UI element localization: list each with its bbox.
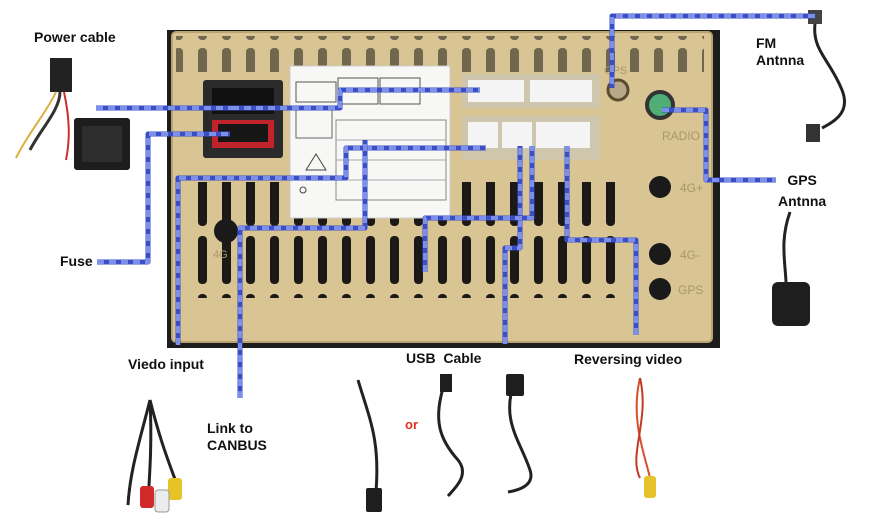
video-input-leader (175, 145, 486, 345)
leader-lines (96, 13, 815, 398)
port-4g-left-mark: 4G (213, 249, 228, 261)
gps-antenna-label: GPS Antnna (778, 172, 826, 210)
or-label: or (405, 417, 418, 432)
port-gps-lower (649, 278, 671, 300)
video-input-label: Viedo input (128, 356, 204, 372)
port-4g-left (214, 219, 238, 243)
canbus-label: Link to CANBUS (207, 420, 267, 454)
usb-cable-label: USB Cable (406, 350, 482, 366)
gps-port-mark: GPS (604, 65, 627, 77)
fm-antenna-leader (609, 13, 815, 88)
fm-antenna-label-line1: FM (756, 35, 777, 51)
port-4g-plus (649, 176, 671, 198)
port-gps-lower-mark: GPS (678, 283, 703, 297)
reversing-video-leader (564, 146, 639, 335)
multi-pin-plugs (462, 74, 600, 160)
fm-antenna-label: FM Antnna (756, 35, 804, 69)
fuse-leader (97, 131, 230, 265)
port-4g-minus (649, 243, 671, 265)
canbus-label-line2: CANBUS (207, 437, 267, 453)
canbus-label-line1: Link to (207, 420, 253, 436)
reversing-video-label: Reversing video (574, 351, 683, 367)
gps-antenna-puck (772, 211, 810, 326)
fm-antenna-label-line2: Antnna (756, 52, 805, 68)
gps-antenna-label-line1: GPS (787, 172, 817, 188)
gps-antenna-leader (662, 107, 776, 183)
antenna-ports (606, 78, 675, 300)
usb-cable-leader (502, 146, 523, 344)
radio-port-mark: RADIO (662, 129, 700, 143)
port-4g-plus-mark: 4G+ (680, 181, 703, 195)
fuse-label: Fuse (60, 253, 93, 269)
gps-antenna-label-line2: Antnna (778, 193, 827, 209)
power-cable-leader-2 (232, 87, 480, 111)
radio-port (645, 90, 675, 120)
usb-cable-leader-2 (422, 146, 535, 272)
reversing-video-cable (635, 377, 656, 498)
power-cable-label: Power cable (34, 29, 116, 45)
power-connector (203, 80, 283, 158)
canbus-leader (237, 140, 368, 398)
port-4g-minus-mark: 4G- (680, 248, 700, 262)
fm-antenna-cable (806, 10, 846, 142)
power-harness-photo (15, 58, 130, 170)
video-rca-cable (126, 399, 182, 513)
usb-cable-photos (356, 374, 533, 512)
